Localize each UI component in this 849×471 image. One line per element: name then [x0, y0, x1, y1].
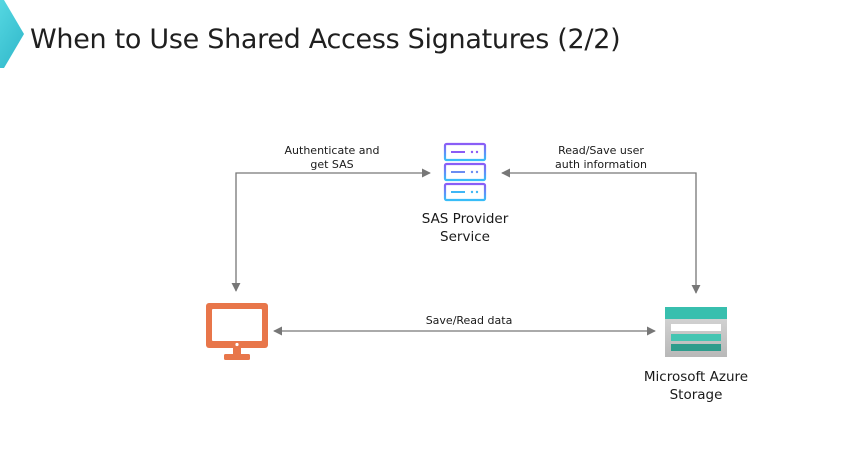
node-label-azure-storage-line1: Microsoft Azure [643, 369, 749, 385]
edge-label-read-save-auth-line1: Read/Save user [558, 144, 644, 157]
node-label-azure-storage: Microsoft Azure Storage [625, 368, 767, 404]
node-label-azure-storage-line2: Storage [669, 387, 723, 403]
monitor-icon [206, 303, 268, 360]
storage-icon [665, 307, 727, 357]
server-icon [443, 142, 487, 202]
page-title: When to Use Shared Access Signatures (2/… [30, 24, 621, 55]
edge-label-read-save-auth: Read/Save user auth information [540, 144, 662, 172]
edge-label-authenticate-line2: get SAS [310, 158, 354, 171]
title-accent-shape [0, 0, 24, 68]
edge-label-authenticate: Authenticate and get SAS [272, 144, 392, 172]
edge-read-save-auth [501, 168, 701, 294]
node-label-sas-provider-line1: SAS Provider [421, 211, 509, 227]
edge-label-read-save-auth-line2: auth information [555, 158, 647, 171]
edge-label-authenticate-line1: Authenticate and [284, 144, 380, 157]
edge-label-save-read-data: Save/Read data [404, 314, 534, 328]
edge-authenticate [231, 168, 431, 292]
node-label-sas-provider: SAS Provider Service [405, 210, 525, 246]
node-label-sas-provider-line2: Service [440, 229, 490, 245]
edge-label-save-read-data-line1: Save/Read data [425, 314, 513, 327]
